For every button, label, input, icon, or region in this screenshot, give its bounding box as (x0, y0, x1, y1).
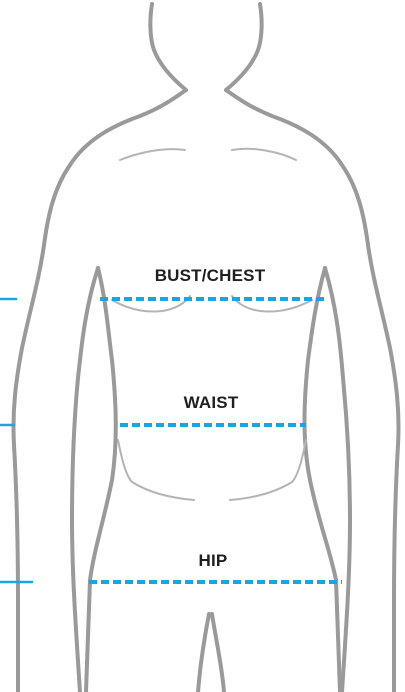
left-arm-inner-outline (72, 268, 98, 692)
waist-label: WAIST (184, 393, 239, 413)
right-inner-leg-outline (212, 614, 224, 692)
bust-chest-label: BUST/CHEST (155, 266, 266, 286)
left-hip-crease-line (118, 440, 194, 500)
right-arm-outer-outline (226, 90, 399, 692)
left-torso-outline (86, 268, 116, 692)
left-collarbone-line (120, 149, 185, 160)
right-collarbone-line (232, 149, 296, 160)
right-hip-crease-line (230, 440, 306, 500)
hip-label: HIP (199, 551, 228, 571)
neck-right-outline (226, 4, 262, 90)
left-arm-outer-outline (13, 90, 186, 692)
right-torso-outline (305, 268, 341, 692)
neck-left-outline (150, 4, 186, 90)
left-inner-leg-outline (198, 614, 209, 692)
